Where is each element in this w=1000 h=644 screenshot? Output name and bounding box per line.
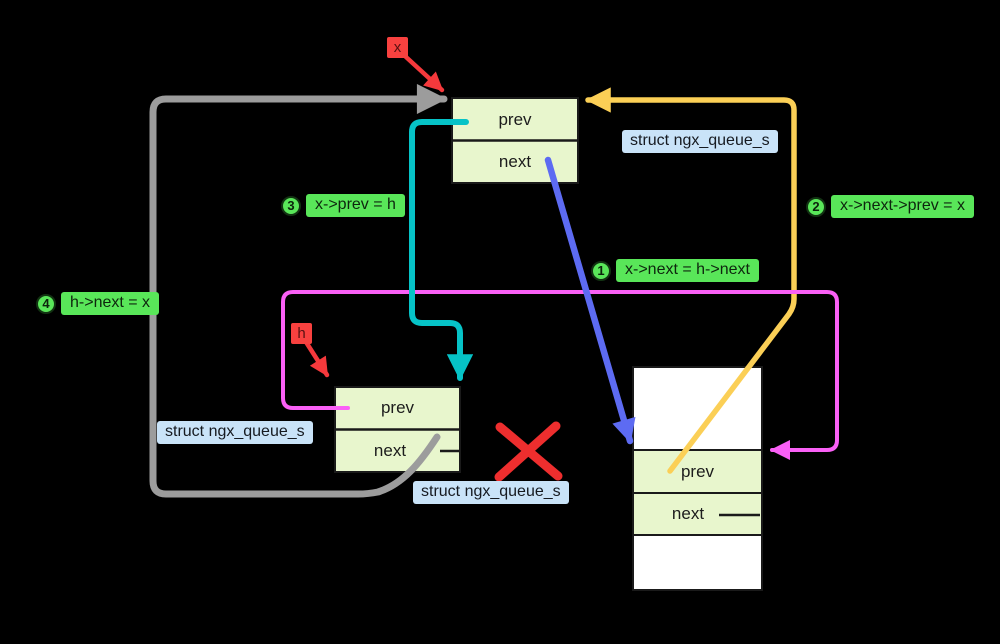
old-link-cross-icon: [494, 421, 563, 482]
pointer-tag-h: h: [291, 323, 312, 344]
arrow-step2-oldfirst-prev: [585, 87, 797, 474]
struct-label-h: struct ngx_queue_s: [157, 421, 313, 444]
arrow-step1-x-next: [544, 156, 636, 445]
step-4-label: h->next = x: [61, 292, 160, 315]
node-h-box: [334, 386, 461, 473]
step-4: 4 h->next = x: [36, 292, 160, 315]
step-1-label: x->next = h->next: [616, 259, 759, 282]
step-4-badge: 4: [36, 293, 56, 314]
struct-label-oldfirst: struct ngx_queue_s: [413, 481, 569, 504]
tag-arrow-h: [303, 339, 330, 378]
tag-arrow-x: [403, 54, 445, 93]
step-2-label: x->next->prev = x: [831, 195, 974, 218]
step-2: 2 x->next->prev = x: [806, 195, 974, 218]
arrow-step3-x-prev: [409, 119, 474, 381]
arrow-step4-h-next: [149, 83, 448, 498]
step-2-badge: 2: [806, 196, 826, 217]
pointer-tag-x: x: [387, 37, 408, 58]
arrow-h-prev-magenta: [281, 290, 839, 460]
step-3: 3 x->prev = h: [281, 194, 405, 217]
step-3-label: x->prev = h: [306, 194, 405, 217]
step-1: 1 x->next = h->next: [591, 259, 759, 282]
node-x-box: [451, 97, 579, 184]
step-1-badge: 1: [591, 260, 611, 281]
node-oldfirst-box: [632, 366, 763, 591]
struct-label-x: struct ngx_queue_s: [622, 130, 778, 153]
step-3-badge: 3: [281, 195, 301, 216]
